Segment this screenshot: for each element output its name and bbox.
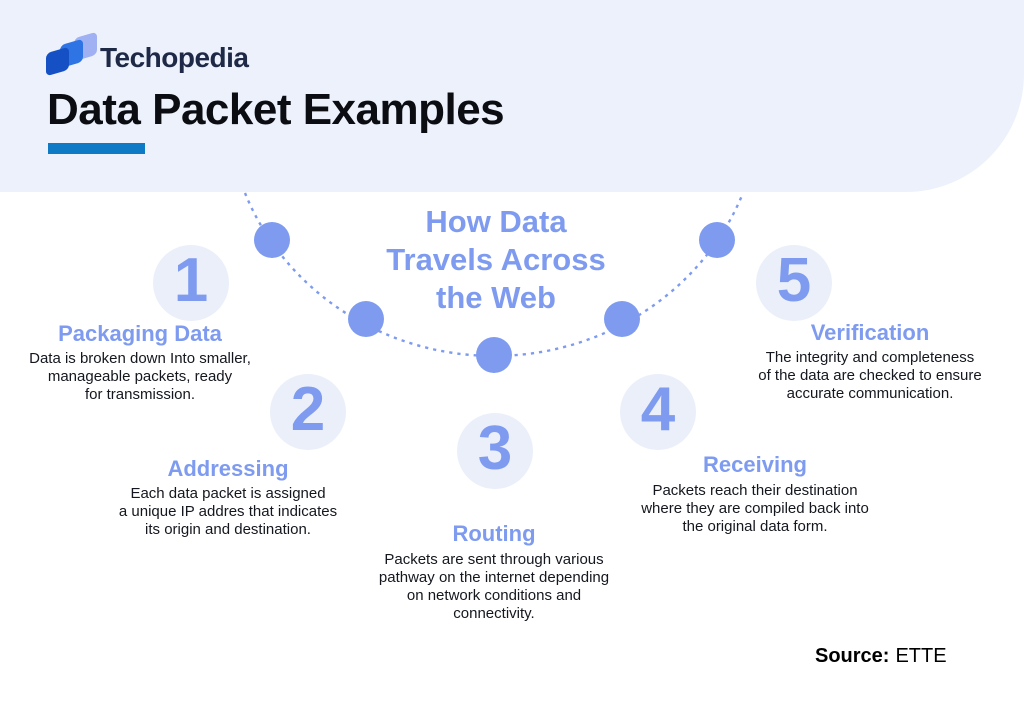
step-2-description: Each data packet is assigned a unique IP… <box>118 485 338 538</box>
step-4-number: 4 <box>640 375 676 444</box>
step-1-title: Packaging Data <box>58 321 222 346</box>
step-1-description: Data is broken down Into smaller, manage… <box>29 350 251 403</box>
step-3-title: Routing <box>452 521 536 546</box>
techopedia-logo-icon <box>45 31 99 81</box>
step-5-description: The integrity and completeness of the da… <box>758 349 982 402</box>
source-attribution: Source:ETTE <box>815 645 947 668</box>
step-3-number: 3 <box>477 414 513 483</box>
step-2-number-badge: 2 <box>270 374 346 450</box>
step-5-number: 5 <box>776 246 812 315</box>
step-2-number: 2 <box>290 375 326 444</box>
logo-layer-dark <box>46 46 69 77</box>
step-4-title: Receiving <box>703 452 807 477</box>
source-label: Source: <box>815 645 890 667</box>
step-1-number-badge: 1 <box>153 245 229 321</box>
step-4-description: Packets reach their destination where th… <box>641 482 869 535</box>
step-2-title: Addressing <box>167 456 289 481</box>
step-5-number-badge: 5 <box>756 245 832 321</box>
step-5-title: Verification <box>810 320 930 345</box>
step-4-number-badge: 4 <box>620 374 696 450</box>
techopedia-logo: Techopedia <box>45 31 365 83</box>
header-band: Techopedia Data Packet Examples <box>0 0 1024 192</box>
logo-wordmark: Techopedia <box>100 42 249 73</box>
source-value: ETTE <box>895 645 947 667</box>
page-title: Data Packet Examples <box>47 85 505 134</box>
diagram-title: How Data Travels Across the Web <box>386 204 606 315</box>
path-dot-1 <box>254 222 290 258</box>
step-1-number: 1 <box>173 246 209 315</box>
step-3-number-badge: 3 <box>457 413 533 489</box>
path-dot-5 <box>699 222 735 258</box>
step-3-description: Packets are sent through various pathway… <box>378 551 610 622</box>
path-dot-3 <box>476 337 512 373</box>
title-underline-bar <box>48 143 145 154</box>
